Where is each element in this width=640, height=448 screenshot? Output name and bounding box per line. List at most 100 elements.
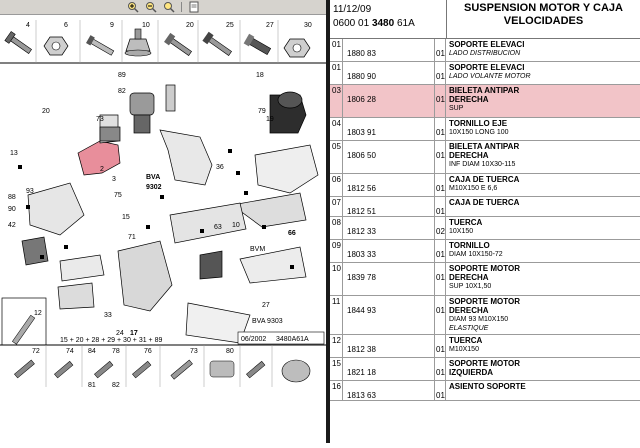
row-index: 09 [330,240,343,262]
fastener-markers [18,149,294,269]
ref-code2-text: 3480A61A [276,336,309,343]
callout: 33 [104,312,112,319]
callout: 10 [232,222,240,229]
zoom-in-icon [127,2,139,13]
reference-number: 1806 50 [347,151,376,160]
quantity-number: 01 [436,391,445,400]
row-quantity: 01 [435,62,446,84]
exploded-parts-diagram[interactable]: 4 6 9 10 20 25 27 30 [0,15,326,443]
row-quantity: 01 [435,39,446,61]
callout: 24 [116,330,124,337]
diagram-canvas: 4 6 9 10 20 25 27 30 [0,20,326,389]
part-title: SOPORTE ELEVACI [449,40,525,49]
callout: 75 [114,192,122,199]
row-quantity: 01 [435,358,446,380]
row-index: 01 [330,39,343,61]
callout: 19 [266,116,274,123]
reference-number: 1806 28 [347,95,376,104]
header-title-line2: VELOCIDADES [503,15,584,27]
top-number: 6 [64,22,68,29]
panel-divider[interactable] [326,0,330,443]
header-code-main: 3480 [371,18,395,29]
reference-number: 1803 91 [347,128,376,137]
top-number: 27 [266,22,274,29]
parts-list-header: 11/12/09 0600 01 3480 61A SUSPENSION MOT… [330,0,640,39]
quantity-number: 01 [436,128,445,137]
callout: 2 [100,166,104,173]
quantity-number: 01 [436,250,445,259]
callout: 66 [288,230,296,237]
part-title-2: DERECHA [449,95,489,104]
bottom-number: 80 [226,348,234,355]
callout: 63 [214,224,222,231]
row-reference: 1880 90 [343,62,435,84]
quantity-number: 01 [436,306,445,315]
callout: BVM [250,246,265,253]
zoom-fit-icon [163,2,175,13]
row-reference: 1803 33 [343,240,435,262]
part-detail: 10X150 [449,228,474,235]
reference-number: 1880 83 [347,49,376,58]
row-quantity: 01 [435,381,446,400]
part-detail: LADO VOLANTE MOTOR [449,73,531,80]
callout: 17 [130,330,138,337]
reference-number: 1812 38 [347,345,376,354]
row-quantity: 01 [435,296,446,334]
toolbar-separator [180,2,182,12]
top-number: 25 [226,22,234,29]
callout: 12 [34,310,42,317]
bottom-number: 78 [112,348,120,355]
zoom-in-button[interactable] [127,1,139,13]
callout: 90 [8,206,16,213]
bottom-number: 76 [144,348,152,355]
row-index: 12 [330,335,343,357]
header-title: SUSPENSION MOTOR Y CAJA VELOCIDADES [447,0,640,38]
row-quantity: 01 [435,174,446,196]
row-reference: 1821 18 [343,358,435,380]
bottom-number: 81 [88,382,96,389]
zoom-out-button[interactable] [145,1,157,13]
reference-number: 1839 78 [347,273,376,282]
row-reference: 1812 33 [343,217,435,239]
row-quantity: 01 [435,141,446,173]
row-index: 08 [330,217,343,239]
zoom-fit-button[interactable] [163,1,175,13]
part-title: TORNILLO [449,241,490,250]
top-number: 10 [142,22,150,29]
callout: 9302 [146,184,162,191]
row-index: 07 [330,197,343,216]
part-detail: DIAM 93 M10X150 [449,316,509,323]
row-reference: 1806 28 [343,85,435,117]
callout: 36 [216,164,224,171]
row-description: ASIENTO SOPORTE [446,381,640,400]
viewer-toolbar [0,0,326,15]
part-title: SOPORTE MOTOR [449,359,520,368]
part-title: TUERCA [449,218,483,227]
row-index: 05 [330,141,343,173]
page-button[interactable] [188,1,200,13]
reference-number: 1821 18 [347,368,376,377]
callout: BVA [146,174,160,181]
quantity-number: 01 [436,184,445,193]
row-reference: 1813 63 [343,381,435,400]
